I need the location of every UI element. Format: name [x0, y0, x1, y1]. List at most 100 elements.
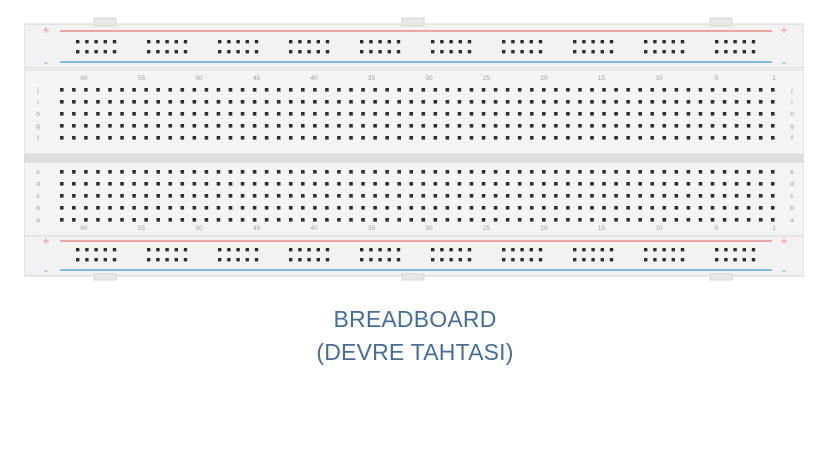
terminal-hole [397, 112, 401, 116]
terminal-hole [120, 170, 124, 174]
terminal-hole [505, 124, 510, 128]
terminal-hole [204, 218, 209, 222]
terminal-hole [240, 194, 245, 198]
terminal-hole [180, 136, 185, 140]
terminal-hole [313, 88, 317, 92]
rail-hole [715, 258, 719, 262]
terminal-hole [313, 170, 317, 174]
rail-hole [742, 50, 746, 54]
rail-hole [715, 40, 719, 44]
terminal-hole [156, 136, 160, 140]
terminal-hole [554, 194, 558, 198]
terminal-hole [469, 88, 474, 92]
terminal-hole [361, 170, 365, 174]
terminal-hole [758, 100, 763, 104]
terminal-hole [240, 218, 245, 222]
terminal-hole [662, 170, 667, 174]
rail-hole [511, 40, 515, 44]
rail-hole [156, 248, 160, 252]
terminal-hole [288, 182, 293, 186]
terminal-hole [180, 194, 185, 198]
rail-hole [369, 248, 373, 252]
rail-minus-symbol: - [44, 55, 48, 69]
terminal-hole [662, 136, 667, 140]
rail-plus-symbol: + [780, 23, 787, 37]
terminal-hole [240, 170, 245, 174]
rail-hole [387, 50, 391, 54]
terminal-hole [710, 112, 715, 116]
column-number: 1 [772, 225, 776, 232]
terminal-hole [421, 206, 426, 210]
terminal-hole [746, 170, 751, 174]
terminal-hole [481, 182, 486, 186]
terminal-hole [216, 124, 221, 128]
terminal-hole [542, 112, 546, 116]
terminal-hole [385, 112, 389, 116]
terminal-hole [132, 88, 136, 92]
terminal-hole [96, 206, 100, 210]
row-letter: g [790, 123, 794, 130]
terminal-hole [505, 206, 510, 210]
rail-hole [147, 248, 151, 252]
rail-hole [653, 40, 657, 44]
terminal-hole [264, 88, 269, 92]
terminal-hole [301, 112, 305, 116]
terminal-hole [361, 182, 365, 186]
terminal-hole [264, 112, 269, 116]
terminal-hole [361, 218, 365, 222]
terminal-hole [96, 124, 100, 128]
rail-minus-symbol: - [782, 263, 786, 277]
rail-hole [467, 50, 472, 54]
top-tab [401, 17, 425, 27]
terminal-hole [770, 100, 775, 104]
terminal-hole [746, 112, 751, 116]
terminal-hole [240, 206, 245, 210]
terminal-hole [493, 182, 498, 186]
terminal-hole [361, 194, 365, 198]
terminal-hole [722, 206, 727, 210]
row-letter: j [790, 87, 792, 94]
terminal-hole [60, 136, 64, 140]
rail-hole [733, 40, 737, 44]
terminal-hole [216, 206, 221, 210]
terminal-hole [505, 182, 510, 186]
terminal-hole [554, 206, 558, 210]
terminal-hole [734, 182, 739, 186]
terminal-hole [578, 112, 582, 116]
rail-hole [307, 248, 311, 252]
rail-hole [165, 258, 169, 262]
terminal-hole [445, 136, 450, 140]
column-number: 15 [598, 75, 606, 82]
terminal-hole [192, 112, 197, 116]
terminal-hole [542, 206, 546, 210]
terminal-hole [373, 112, 377, 116]
rail-hole [600, 50, 604, 54]
column-number: 30 [425, 225, 433, 232]
terminal-hole [337, 194, 341, 198]
terminal-hole [168, 112, 173, 116]
rail-hole [467, 40, 472, 44]
terminal-hole [674, 124, 679, 128]
terminal-hole [276, 182, 281, 186]
terminal-hole [325, 100, 329, 104]
terminal-hole [445, 194, 450, 198]
terminal-hole [325, 136, 329, 140]
terminal-hole [542, 124, 546, 128]
terminal-hole [397, 124, 401, 128]
rail-plus-symbol: + [42, 234, 49, 248]
terminal-hole [722, 124, 727, 128]
terminal-hole [313, 124, 317, 128]
center-channel [24, 154, 804, 162]
terminal-hole [361, 136, 365, 140]
terminal-hole [301, 206, 305, 210]
rail-hole [538, 258, 543, 262]
rail-hole [369, 258, 373, 262]
terminal-hole [132, 112, 136, 116]
upper-terminal-block [24, 69, 804, 155]
terminal-hole [445, 170, 450, 174]
terminal-hole [120, 100, 124, 104]
caption-subtitle: (DEVRE TAHTASI) [316, 339, 514, 365]
terminal-hole [445, 112, 450, 116]
rail-hole [156, 258, 160, 262]
terminal-hole [60, 124, 64, 128]
